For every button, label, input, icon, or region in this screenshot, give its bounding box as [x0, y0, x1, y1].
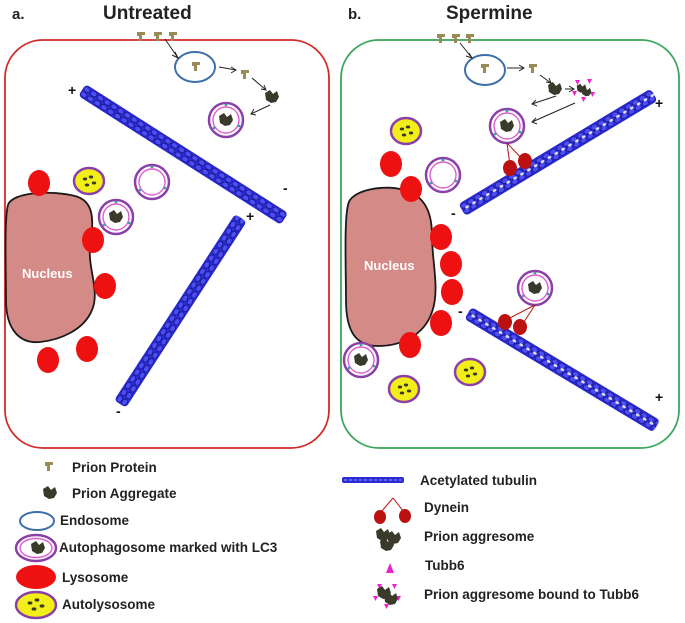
autophagosome-icon	[14, 533, 58, 563]
lysosome-icon	[16, 565, 56, 589]
plus-end-sign: +	[68, 82, 76, 98]
aggresome-tubb6-icon	[373, 584, 401, 609]
prion-protein-cluster	[437, 34, 474, 43]
minus-end-sign: -	[451, 205, 456, 221]
autolysosome	[387, 374, 421, 404]
free-prion-protein	[241, 70, 249, 79]
autolysosome	[72, 166, 106, 196]
panel-a: a. Untreated + - + - Nucleus	[4, 3, 330, 449]
legend-label: Lysosome	[62, 570, 129, 585]
microtubule-upper-untreated	[79, 85, 287, 224]
pathway-arrows	[164, 38, 271, 116]
panel-b: b. Spermine + - + - Nucleus	[340, 3, 680, 449]
plus-end-sign: +	[655, 95, 663, 111]
free-prion-protein	[529, 64, 537, 73]
lysosome-group-spermine	[380, 151, 463, 358]
legend-label: Tubb6	[425, 558, 465, 573]
autophagosome-empty	[424, 156, 462, 194]
autophagosome-with-aggregate	[488, 107, 526, 145]
autophagosome-with-aggregate	[516, 269, 554, 307]
legend-label: Prion aggresome bound to Tubb6	[424, 587, 639, 602]
autophagosome-with-aggregate	[207, 101, 245, 139]
cell-membrane-spermine	[340, 39, 680, 449]
panel-a-letter: a.	[12, 6, 25, 23]
minus-end-sign: -	[283, 180, 288, 196]
legend-label: Endosome	[60, 513, 130, 528]
dynein-upper	[503, 142, 532, 176]
autolysosome-icon	[14, 590, 58, 620]
dynein-lower	[498, 304, 536, 335]
legend-right: Acetylated tubulin Dynein Prion aggresom…	[342, 473, 639, 609]
prion-aggresome-icon	[376, 528, 401, 551]
nucleus-label: Nucleus	[22, 266, 73, 281]
legend-label: Autolysosome	[62, 597, 156, 612]
autophagosome-empty	[133, 163, 171, 201]
free-prion-aggregate	[548, 82, 562, 95]
panel-b-letter: b.	[348, 6, 361, 23]
legend-label: Prion Aggregate	[72, 486, 177, 501]
endosome-icon	[19, 511, 55, 531]
microtubule-lower-untreated	[115, 215, 246, 407]
legend-label: Prion aggresome	[424, 529, 535, 544]
nucleus-label: Nucleus	[364, 258, 415, 273]
legend-label: Acetylated tubulin	[420, 473, 537, 488]
prion-protein-icon	[45, 462, 53, 471]
minus-end-sign: -	[458, 303, 463, 319]
free-prion-aggregate	[265, 90, 279, 103]
prion-aggregate-icon	[43, 486, 57, 499]
autophagosome-with-aggregate	[342, 341, 380, 379]
plus-end-sign: +	[655, 389, 663, 405]
endosome	[174, 51, 216, 83]
plus-end-sign: +	[246, 208, 254, 224]
microtubule-upper-spermine	[459, 90, 657, 215]
legend-label: Dynein	[424, 500, 469, 515]
autophagosome-with-aggregate	[97, 198, 135, 236]
aggresome-bound-tubb6	[572, 79, 595, 102]
microtubule-lower-spermine	[465, 308, 659, 431]
legend-label: Prion Protein	[72, 460, 157, 475]
acetylated-tubulin-icon	[342, 477, 404, 483]
endosome	[464, 54, 506, 86]
panel-a-title: Untreated	[103, 3, 192, 24]
legend-left: Prion Protein Prion Aggregate Endosome A…	[14, 460, 278, 620]
panel-b-title: Spermine	[446, 3, 533, 24]
legend-label: Autophagosome marked with LC3	[59, 540, 278, 555]
autolysosome	[389, 116, 423, 146]
tubb6-icon	[386, 563, 394, 573]
nucleus-untreated	[4, 191, 96, 343]
lysosome-group-untreated	[28, 170, 116, 373]
dynein-icon	[374, 497, 411, 524]
autolysosome	[453, 357, 487, 387]
pathway-arrows	[459, 42, 576, 125]
minus-end-sign: -	[116, 403, 121, 419]
